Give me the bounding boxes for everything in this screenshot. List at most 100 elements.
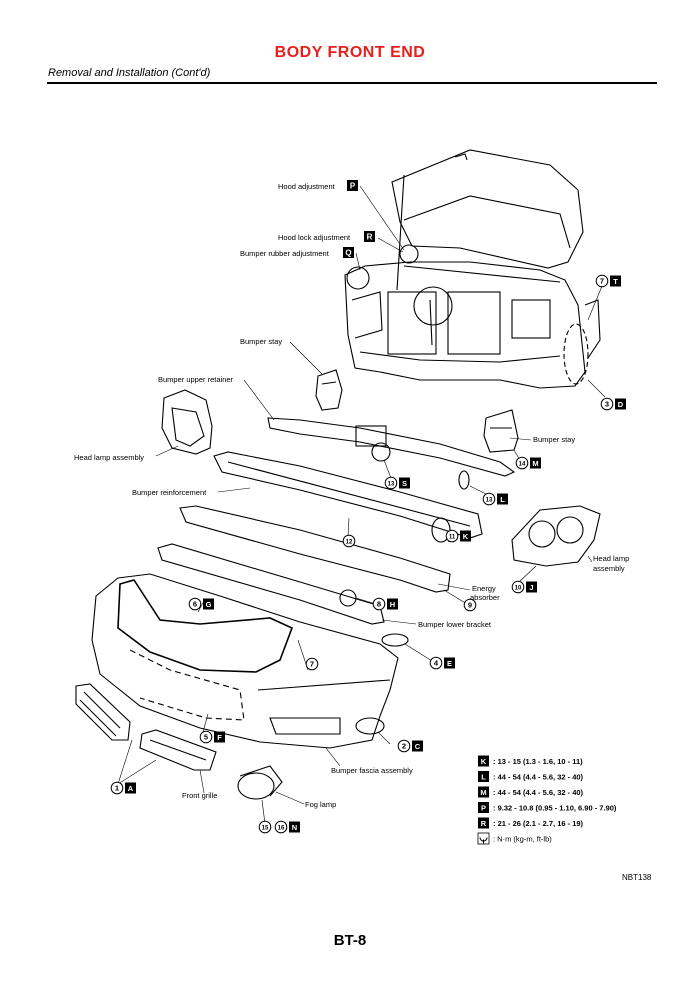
label-bumper-reinforcement: Bumper reinforcement: [132, 488, 207, 497]
torque-key: K: [481, 757, 487, 766]
bumper-lower-bracket: [157, 543, 385, 625]
section-subtitle: Removal and Installation (Cont'd): [48, 67, 211, 79]
part-number: 9: [468, 601, 472, 610]
part-number: 7: [600, 277, 604, 286]
fog-lamp: [237, 772, 275, 800]
label-bumper-rubber-adjustment: Bumper rubber adjustment: [240, 249, 330, 258]
hood-prop-rod: [396, 174, 405, 291]
label-energy-absorber-1: Energy: [472, 584, 496, 593]
torque-row-K: K : 13 - 15 (1.3 - 1.6, 10 - 11): [478, 755, 583, 767]
part-letter-key: J: [529, 583, 533, 592]
label-front-grille: Front grille: [182, 791, 217, 800]
part-number: 11: [449, 535, 456, 541]
radiator-core-support: [344, 261, 586, 389]
part-number: 2: [402, 742, 406, 751]
header-rule: [47, 82, 657, 84]
part-letter-key: F: [217, 733, 222, 742]
units-note: : N·m (kg-m, ft-lb): [477, 832, 552, 845]
torque-spec: : 13 - 15 (1.3 - 1.6, 10 - 11): [493, 757, 583, 766]
part-callout-15: 15: [258, 820, 272, 834]
part-letter-key: S: [402, 479, 407, 488]
part-letter-key: G: [206, 600, 212, 609]
part-number: 4: [434, 659, 439, 668]
label-bumper-lower-bracket: Bumper lower bracket: [418, 620, 492, 629]
torque-key: M: [480, 788, 486, 797]
torque-key: P: [481, 804, 486, 813]
part-letter-key: L: [500, 495, 505, 504]
energy-absorber: [179, 505, 451, 593]
front-grille-left: [75, 683, 131, 741]
label-head-lamp-right-1: Head lamp: [593, 554, 629, 563]
front-grille-right: [139, 729, 217, 771]
part-letter-key: N: [292, 823, 297, 832]
units-text: : N·m (kg-m, ft-lb): [493, 835, 552, 844]
part-number: 1: [115, 784, 119, 793]
part-letter-key: M: [532, 459, 538, 468]
torque-row-P: P : 9.32 - 10.8 (0.95 - 1.10, 6.90 - 7.90…: [478, 802, 617, 813]
torque-key: L: [481, 773, 486, 782]
torque-row-M: M : 44 - 54 (4.4 - 5.6, 32 - 40): [478, 786, 584, 798]
key-hood-adjustment: P: [350, 182, 356, 191]
bumper-stay-left: [315, 369, 343, 411]
key-bumper-rubber-adjustment: Q: [345, 249, 351, 258]
torque-row-L: L : 44 - 54 (4.4 - 5.6, 32 - 40): [478, 771, 584, 782]
label-bumper-stay-left: Bumper stay: [240, 337, 282, 346]
label-fog-lamp: Fog lamp: [305, 800, 336, 809]
head-lamp-right: [511, 505, 601, 567]
part-number: 3: [605, 400, 609, 409]
part-letter-key: H: [390, 600, 395, 609]
torque-spec: : 9.32 - 10.8 (0.95 - 1.10, 6.90 - 7.90): [493, 804, 617, 813]
label-head-lamp-right-2: assembly: [593, 564, 625, 573]
torque-spec: : 44 - 54 (4.4 - 5.6, 32 - 40): [493, 788, 584, 797]
part-callout-11-K: 11 K: [445, 529, 471, 543]
hood-inner-line: [403, 195, 571, 249]
part-number: 13: [388, 482, 395, 488]
part-callout-10-J: 10 J: [511, 580, 537, 594]
bumper-fascia: [91, 573, 399, 749]
torque-spec: : 44 - 54 (4.4 - 5.6, 32 - 40): [493, 773, 584, 782]
label-bumper-stay-right: Bumper stay: [533, 435, 575, 444]
part-callout-12: 12: [342, 534, 356, 548]
label-head-lamp-left: Head lamp assembly: [74, 453, 144, 462]
part-letter-key: D: [618, 400, 624, 409]
part-number: 5: [204, 733, 208, 742]
label-hood-lock-adjustment: Hood lock adjustment: [278, 233, 351, 242]
torque-row-R: R : 21 - 26 (2.1 - 2.7, 16 - 19): [478, 817, 584, 829]
hood-outline: [391, 149, 584, 269]
part-letter-key: K: [463, 532, 469, 541]
label-energy-absorber-2: absorber: [470, 593, 500, 602]
part-number: 6: [193, 600, 197, 609]
head-lamp-left: [161, 389, 213, 455]
key-hood-lock-adjustment: R: [367, 233, 373, 242]
bumper-stay-right: [483, 409, 519, 453]
part-number: 8: [377, 600, 381, 609]
part-number: 12: [346, 540, 353, 546]
part-callout-9: 9: [463, 598, 477, 612]
torque-spec: : 21 - 26 (2.1 - 2.7, 16 - 19): [493, 819, 584, 828]
figure-code: NBT138: [622, 873, 652, 882]
part-number: 16: [278, 826, 285, 832]
torque-wrench-icon: [477, 832, 490, 845]
torque-key: R: [481, 819, 487, 828]
part-callout-16-N: 16 N: [274, 820, 300, 834]
part-number: 7: [310, 660, 314, 669]
part-number: 10: [515, 586, 522, 592]
page-title: BODY FRONT END: [274, 44, 426, 61]
label-hood-adjustment: Hood adjustment: [278, 182, 336, 191]
label-bumper-fascia-assembly: Bumper fascia assembly: [331, 766, 413, 775]
part-letter-key: C: [415, 742, 421, 751]
grille-opening: [117, 579, 294, 673]
label-bumper-upper-retainer: Bumper upper retainer: [158, 375, 234, 384]
page-number: BT-8: [333, 932, 367, 949]
bumper-upper-retainer: [267, 417, 516, 477]
